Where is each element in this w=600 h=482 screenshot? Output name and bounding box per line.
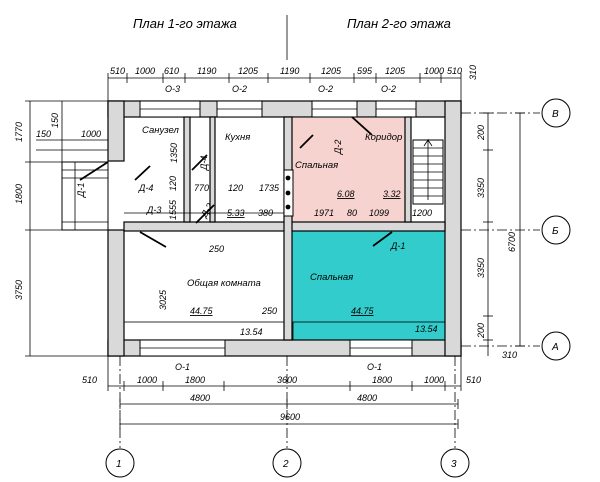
svg-text:250: 250	[261, 306, 277, 316]
staircase	[412, 138, 444, 205]
bedroom-niche	[292, 321, 446, 341]
room-corridor: Коридор	[365, 132, 402, 143]
door-mark-d3: Д-3	[146, 205, 161, 215]
svg-text:310: 310	[502, 350, 517, 360]
svg-text:О-1: О-1	[175, 362, 190, 372]
svg-text:200: 200	[476, 125, 486, 141]
room-bedroom-lower: Спальная	[310, 272, 353, 283]
living-niche	[123, 321, 285, 341]
svg-text:510: 510	[82, 375, 97, 385]
svg-text:510: 510	[110, 66, 125, 76]
windows-top	[139, 100, 417, 118]
svg-text:80: 80	[347, 208, 357, 218]
svg-text:1971: 1971	[314, 208, 334, 218]
axis-bubbles-bottom: 1 2 3	[105, 356, 470, 478]
top-dimension-chain: 510 1000 610 1190 1205 1190 1205 595 120…	[107, 65, 478, 101]
door-mark-d4-left: Д-4	[138, 183, 153, 193]
axis-label-1: 1	[116, 459, 122, 470]
svg-text:510: 510	[466, 375, 481, 385]
bottom-dimension-chains: 510 1000 1800 3600 1800 1000 510 О-1 О-1…	[82, 356, 481, 429]
svg-text:1000: 1000	[424, 375, 444, 385]
svg-text:6.08: 6.08	[337, 189, 355, 199]
axis-bubbles-right: В Б А	[461, 98, 571, 361]
axis-label-v: В	[552, 109, 559, 120]
entrance-porch	[61, 161, 109, 231]
svg-text:595: 595	[357, 66, 373, 76]
doors	[79, 116, 393, 248]
bedroom-2f-upper-fill	[292, 118, 405, 222]
svg-text:3025: 3025	[158, 289, 168, 310]
svg-text:1205: 1205	[238, 66, 259, 76]
svg-text:610: 610	[164, 66, 179, 76]
room-living: Общая комната	[187, 278, 261, 289]
svg-text:6700: 6700	[507, 232, 517, 252]
svg-text:44.75: 44.75	[351, 306, 375, 316]
svg-text:3750: 3750	[14, 280, 24, 300]
door-mark-d2-bedroom: Д-2	[333, 140, 343, 155]
svg-text:13.54: 13.54	[415, 324, 438, 334]
svg-text:13.54: 13.54	[240, 327, 263, 337]
axis-label-2: 2	[282, 459, 289, 470]
svg-text:510: 510	[447, 66, 462, 76]
svg-text:380: 380	[258, 208, 273, 218]
svg-text:О-3: О-3	[165, 84, 180, 94]
svg-text:5.33: 5.33	[227, 208, 245, 218]
svg-text:1000: 1000	[137, 375, 157, 385]
svg-text:4800: 4800	[357, 393, 377, 403]
svg-text:150: 150	[36, 129, 51, 139]
svg-text:770: 770	[194, 183, 209, 193]
svg-text:120: 120	[168, 176, 178, 191]
plan-title-floor-1: План 1-го этажа	[133, 16, 237, 31]
svg-text:3350: 3350	[476, 258, 486, 278]
svg-text:1800: 1800	[14, 184, 24, 204]
svg-text:1800: 1800	[185, 375, 205, 385]
svg-text:4800: 4800	[190, 393, 210, 403]
svg-text:44.75: 44.75	[190, 306, 214, 316]
svg-text:1555: 1555	[168, 199, 178, 220]
axis-label-a: А	[551, 342, 559, 353]
svg-text:1099: 1099	[369, 208, 389, 218]
svg-text:1000: 1000	[135, 66, 155, 76]
svg-text:1350: 1350	[169, 143, 179, 163]
svg-text:1205: 1205	[321, 66, 342, 76]
svg-text:310: 310	[468, 65, 478, 80]
svg-text:250: 250	[208, 244, 224, 254]
svg-text:1190: 1190	[197, 66, 216, 76]
svg-text:1000: 1000	[81, 129, 101, 139]
room-bedroom-upper: Спальная	[295, 160, 338, 171]
right-dimension-chains: 200 3350 3350 200 310 6700	[476, 112, 525, 360]
svg-text:3350: 3350	[476, 178, 486, 198]
svg-text:О-2: О-2	[232, 84, 247, 94]
door-mark-d1-bedroom: Д-1	[390, 241, 405, 251]
room-bathroom: Санузел	[142, 125, 180, 136]
svg-text:1190: 1190	[280, 66, 299, 76]
windows-bottom	[139, 339, 413, 357]
axis-label-b: Б	[552, 226, 559, 237]
svg-text:3.32: 3.32	[383, 189, 401, 199]
svg-text:120: 120	[228, 183, 243, 193]
svg-text:200: 200	[476, 323, 486, 339]
door-mark-d4-mid: Д-4	[199, 156, 209, 171]
door-mark-d1-porch: Д-1	[76, 183, 86, 198]
svg-text:1000: 1000	[424, 66, 444, 76]
left-dimension-chains: 1770 1800 3750 150 150 1000	[14, 100, 108, 357]
svg-text:1200: 1200	[412, 208, 432, 218]
svg-text:О-2: О-2	[318, 84, 333, 94]
svg-text:1770: 1770	[14, 122, 24, 142]
room-kitchen: Кухня	[225, 132, 250, 143]
axis-label-3: 3	[451, 459, 457, 470]
plan-title-floor-2: План 2-го этажа	[347, 16, 451, 31]
svg-text:1205: 1205	[385, 66, 406, 76]
svg-text:150: 150	[50, 113, 60, 128]
svg-text:9600: 9600	[280, 412, 300, 422]
svg-text:1800: 1800	[372, 375, 392, 385]
interior-dimensions: 1350 120 770 120 1735 1555 5.33 380 250 …	[158, 143, 438, 337]
interior-walls	[123, 116, 446, 341]
svg-text:1735: 1735	[259, 183, 280, 193]
svg-text:О-2: О-2	[381, 84, 396, 94]
svg-text:О-1: О-1	[367, 362, 382, 372]
